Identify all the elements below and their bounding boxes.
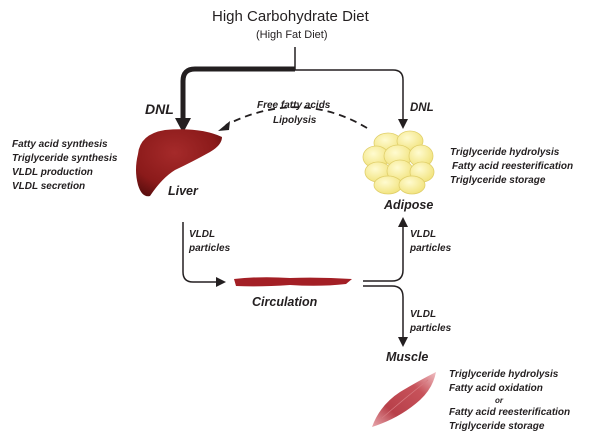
- vldl-text: VLDL: [410, 309, 437, 320]
- lipolysis-label: Lipolysis: [273, 115, 317, 126]
- adipose-vldl-arrowhead: [398, 217, 408, 227]
- diet-subtitle: (High Fat Diet): [256, 29, 328, 41]
- adipose-image: [362, 130, 435, 195]
- particles-text: particles: [410, 323, 452, 334]
- lipolysis-dashed-arrow: [225, 106, 368, 129]
- lipolysis-arrowhead: [218, 121, 230, 131]
- dnl-liver-arrowhead: [175, 118, 191, 133]
- muscle-process: Fatty acid reesterification: [449, 407, 571, 418]
- dnl-adipose-arrowhead: [398, 119, 408, 129]
- muscle-process: Fatty acid oxidation: [449, 383, 543, 394]
- adipose-process: Triglyceride hydrolysis: [450, 147, 560, 158]
- dnl-adipose-arrow-line: [295, 69, 404, 120]
- adipose-label: Adipose: [384, 198, 434, 212]
- adipose-vldl-label: VLDL particles: [410, 228, 451, 256]
- muscle-vldl-arrow-line: [363, 285, 404, 338]
- vldl-text: VLDL: [189, 229, 216, 240]
- adipose-process: Fatty acid reesterification: [452, 161, 574, 172]
- liver-process: VLDL secretion: [12, 181, 86, 192]
- adipose-process: Triglyceride storage: [450, 175, 546, 186]
- muscle-processes: Triglyceride hydrolysis Fatty acid oxida…: [449, 368, 570, 434]
- vldl-text: VLDL: [410, 229, 437, 240]
- circulation-label: Circulation: [252, 295, 318, 309]
- liver-vldl-arrow-line: [182, 222, 218, 283]
- liver-processes: Fatty acid synthesis Triglyceride synthe…: [12, 138, 117, 194]
- circulation-image: [234, 277, 352, 287]
- muscle-label: Muscle: [386, 350, 429, 364]
- dnl-adipose-label: DNL: [410, 102, 434, 114]
- liver-vldl-label: VLDL particles: [189, 228, 230, 256]
- or-separator: or: [495, 396, 503, 405]
- dnl-liver-label: DNL: [145, 101, 174, 117]
- liver-vldl-arrowhead: [216, 277, 226, 287]
- muscle-vldl-arrowhead: [398, 337, 408, 347]
- muscle-process: Triglyceride hydrolysis: [449, 369, 559, 380]
- liver-process: Fatty acid synthesis: [12, 139, 108, 150]
- muscle-fiber-line: [381, 379, 429, 419]
- liver-process: VLDL production: [12, 167, 93, 178]
- particles-text: particles: [410, 243, 452, 254]
- muscle-process: Triglyceride storage: [449, 421, 545, 432]
- muscle-vldl-label: VLDL particles: [410, 308, 451, 336]
- free-fatty-acids-label: Free fatty acids: [257, 100, 331, 111]
- dnl-liver-arrow-line: [180, 66, 295, 120]
- liver-label: Liver: [168, 184, 198, 198]
- diet-title: High Carbohydrate Diet: [212, 8, 369, 25]
- liver-process: Triglyceride synthesis: [12, 153, 118, 164]
- adipose-vldl-arrow-line: [363, 225, 404, 282]
- adipose-processes: Triglyceride hydrolysis Fatty acid reest…: [450, 146, 573, 188]
- particles-text: particles: [189, 243, 231, 254]
- liver-image: [136, 129, 222, 197]
